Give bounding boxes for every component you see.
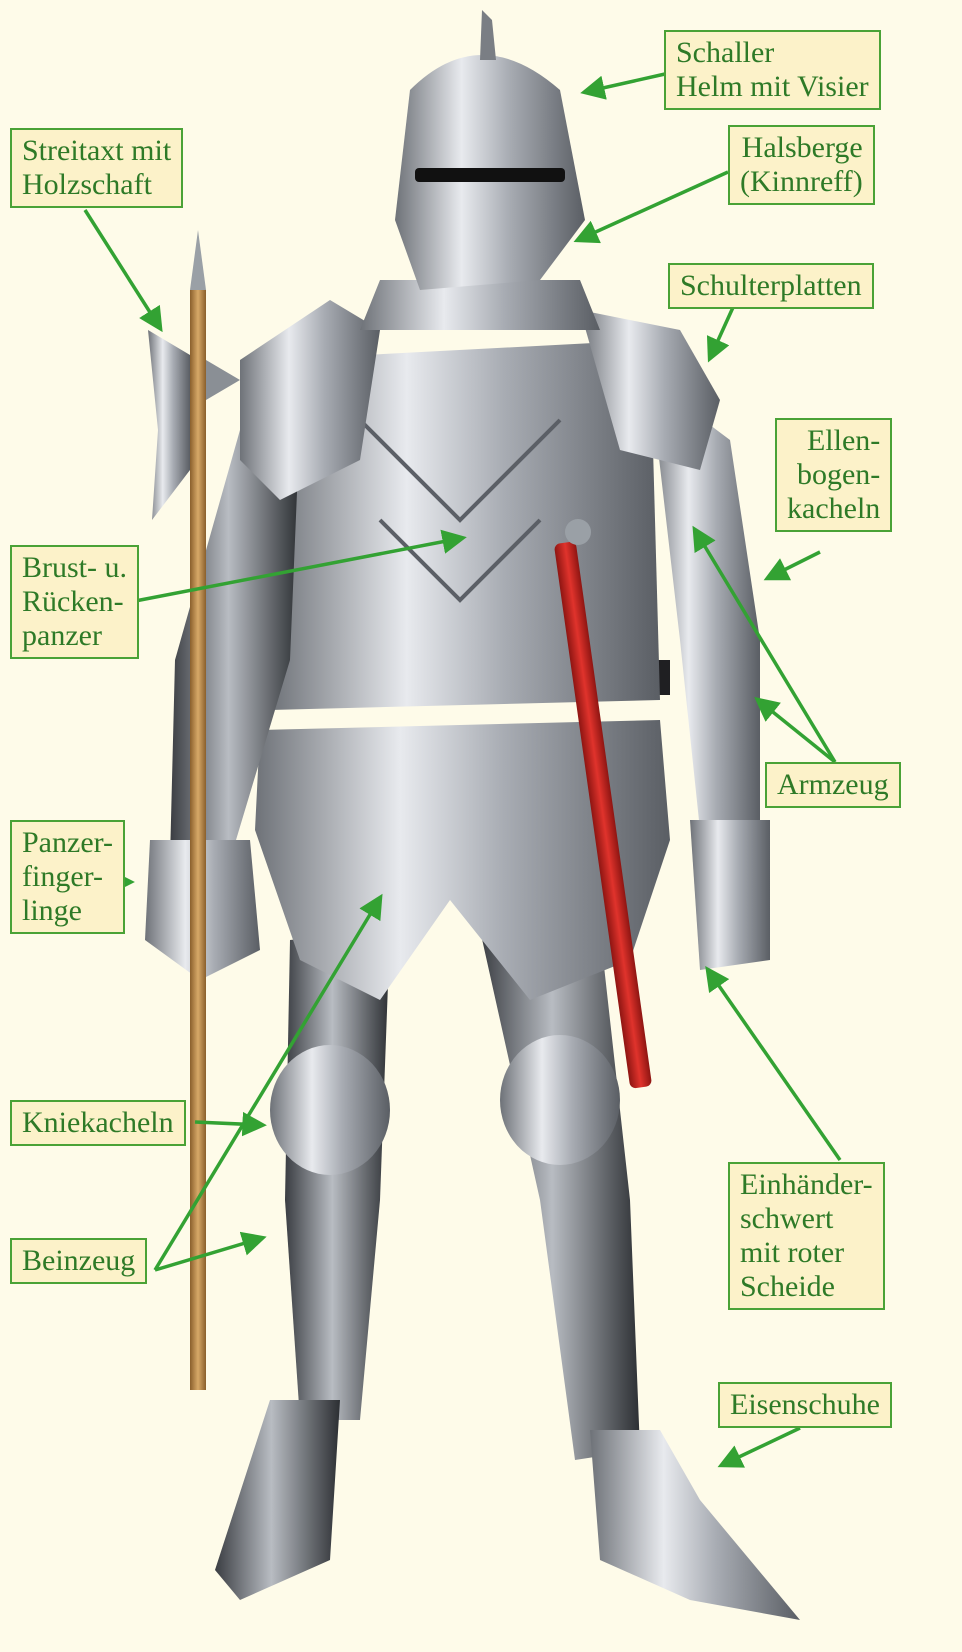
arrow-schulterplatten: [710, 303, 735, 358]
label-eisenschuhe: Eisenschuhe: [718, 1382, 892, 1428]
helmet-comb: [480, 10, 496, 60]
left-sabaton: [215, 1400, 340, 1600]
arrow-schaller: [585, 74, 665, 92]
right-leg-greave: [480, 930, 640, 1460]
axe-blade: [148, 330, 190, 520]
right-sabaton: [590, 1430, 800, 1620]
label-armzeug: Armzeug: [765, 762, 901, 808]
axe-back-spike: [206, 360, 240, 400]
label-beinzeug: Beinzeug: [10, 1238, 147, 1284]
label-schulterplatten: Schulterplatten: [668, 263, 874, 309]
label-ellenbogenkacheln: Ellen- bogen- kacheln: [775, 418, 892, 532]
sword-pommel: [565, 519, 591, 545]
left-knee-cop: [270, 1045, 390, 1175]
knight-armor-figure: [145, 10, 800, 1620]
label-einhaenderschwert: Einhänder- schwert mit roter Scheide: [728, 1162, 885, 1310]
axe-shaft: [190, 290, 206, 1390]
gorget: [360, 280, 600, 330]
helmet-visor-slit: [415, 168, 565, 182]
arrow-halsberge: [578, 172, 728, 240]
right-gauntlet: [690, 820, 770, 970]
label-halsberge: Halsberge (Kinnreff): [728, 125, 875, 205]
label-brustpanzer: Brust- u. Rücken- panzer: [10, 545, 139, 659]
label-kniekacheln: Kniekacheln: [10, 1100, 186, 1146]
arrow-ellenbogenkacheln: [768, 552, 820, 578]
arrow-armzeug-2: [758, 700, 835, 762]
axe-spike: [190, 230, 206, 290]
arrow-einhaenderschwert: [708, 970, 840, 1160]
label-streitaxt: Streitaxt mit Holzschaft: [10, 128, 183, 208]
arrow-eisenschuhe: [722, 1428, 800, 1465]
label-schaller: Schaller Helm mit Visier: [664, 30, 881, 110]
left-leg-greave: [285, 930, 390, 1420]
right-knee-cop: [500, 1035, 620, 1165]
label-panzerfingerlinge: Panzer- finger- linge: [10, 820, 125, 934]
arrow-streitaxt: [85, 210, 160, 328]
